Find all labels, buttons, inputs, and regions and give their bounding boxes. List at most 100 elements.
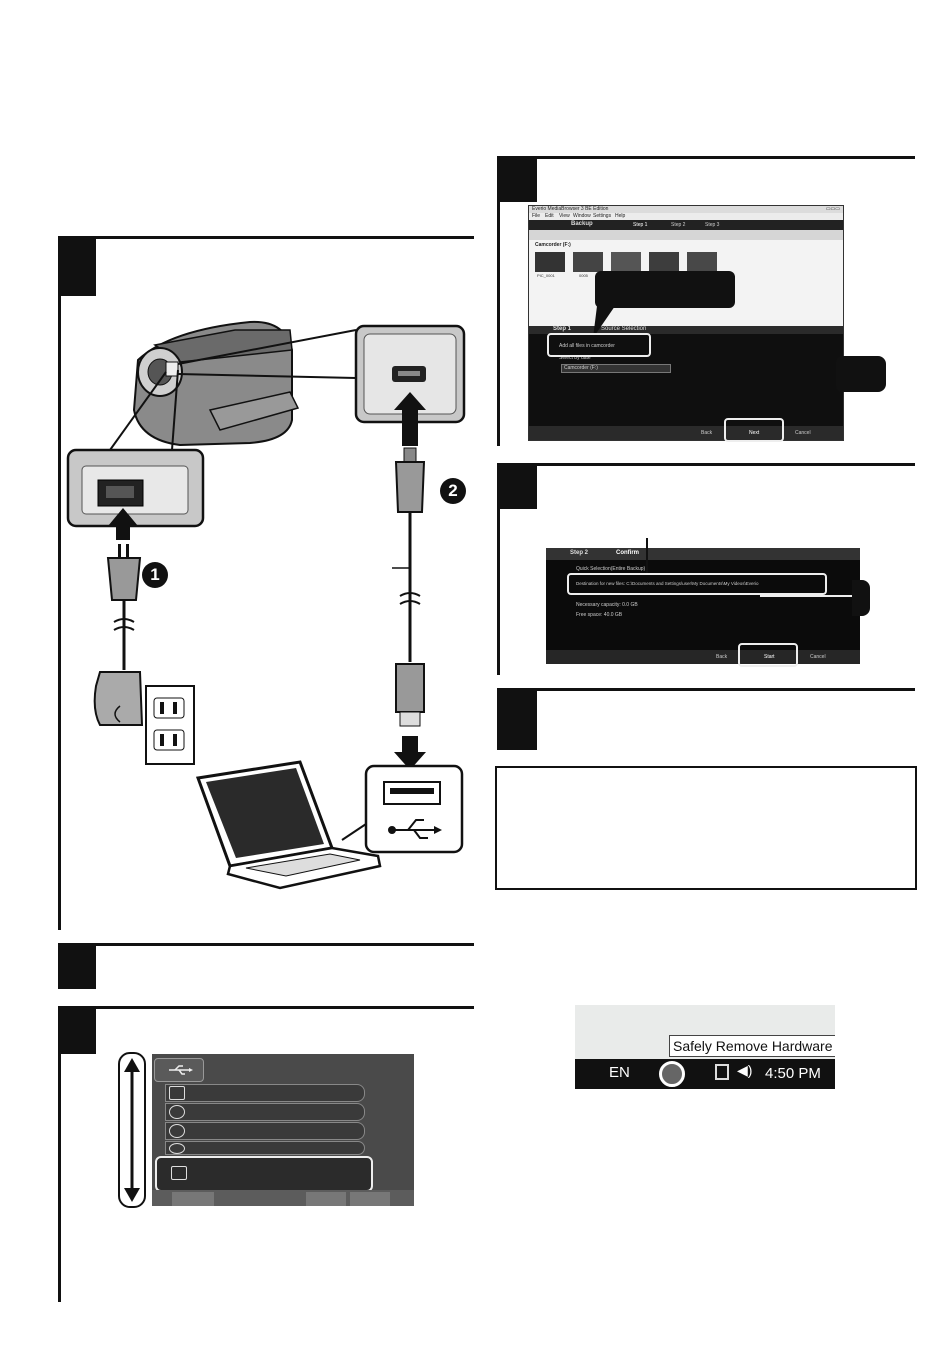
thumbnail[interactable] [687,252,717,272]
thumbnail-row: PIC_0001 0005 [535,252,717,278]
volume-icon[interactable]: ◀) [737,1062,753,1078]
toolbar-strip [529,230,843,240]
confirm-cancel-button[interactable]: Cancel [810,654,826,660]
highlight-destination [567,573,827,595]
tab-step-1[interactable]: Step 1 [633,222,648,228]
option-select-date[interactable]: Select by date [559,355,591,361]
step-header-bar-2 [58,943,474,946]
safely-remove-hardware-icon[interactable] [659,1061,685,1087]
clock-time[interactable]: 4:50 PM [765,1065,821,1082]
menu-file[interactable]: File [532,213,541,219]
thumbnail[interactable] [611,252,641,272]
confirm-label: Confirm [616,550,639,556]
menu-help[interactable]: Help [615,213,626,219]
tab-step-3[interactable]: Step 3 [705,222,720,228]
back-button[interactable]: Back [701,430,713,436]
camcorder-illustration [132,320,300,447]
disc-copy-icon [169,1124,185,1138]
usb-cable [392,447,426,727]
source-label: Camcorder (F:) [535,242,571,248]
step-number-block-5 [497,463,537,509]
step-number-block-6 [497,688,537,750]
wall-outlet [145,685,195,765]
up-down-arrow-icon [124,1058,140,1202]
wizard-step-title: Step 1 [553,326,572,332]
wizard-panel: Step 1 Source Selection Add all files in… [529,326,843,440]
next-button[interactable]: Next [749,430,760,436]
thumbnail[interactable] [535,252,565,272]
step-header-bar-5 [497,463,915,466]
step-number-block-1 [58,236,96,296]
pc-icon [171,1166,187,1180]
callout-leader-line [646,538,648,574]
confirm-line-capacity: Necessary capacity: 0.0 GB [576,602,638,608]
callout-box-right [836,356,886,392]
callout-box-top [595,271,735,308]
step-number-block-4 [497,156,537,202]
window-controls[interactable]: ▭▭▭ [825,206,840,212]
option-add-all[interactable]: Add all files in camcorder [559,343,615,349]
menu-item-3[interactable] [165,1122,365,1140]
note-box [495,766,917,890]
camera-lcd-menu [152,1054,414,1206]
step-side-line-1 [58,236,61,930]
confirm-line-destination: Destination for new files: C:\Documents … [576,581,759,586]
menu-view[interactable]: View [559,213,570,219]
language-indicator[interactable]: EN [609,1064,630,1081]
menu-item-1[interactable] [165,1084,365,1102]
step-header-bar-1 [58,236,474,239]
scroll-slider[interactable] [118,1052,146,1208]
menu-settings[interactable]: Settings [593,213,612,219]
usb-menu-tab[interactable] [154,1058,204,1082]
highlight-option-add-all [547,333,651,357]
menu-item-4[interactable] [165,1141,365,1155]
tab-backup[interactable]: Backup [571,221,593,227]
taskbar: EN ◀) 4:50 PM [575,1059,835,1089]
dc-in-port-zoom [66,448,205,528]
confirm-back-button[interactable]: Back [716,654,728,660]
highlight-start-button [738,643,798,667]
menu-bar: File Edit View Window Settings Help [529,213,843,220]
cancel-button[interactable]: Cancel [795,430,811,436]
confirm-start-button[interactable]: Start [764,654,775,660]
highlight-next-button [724,418,784,442]
thumbnail[interactable] [649,252,679,272]
confirm-window: Step 2 Confirm Quick Selection(Entire Ba… [546,548,860,664]
menu-window[interactable]: Window [573,213,591,219]
pc-usb-port-zoom [364,764,464,854]
step-side-line-5 [497,463,500,675]
step-header-bar-6 [497,688,915,691]
menu-item-backup-selected[interactable] [155,1156,373,1192]
usb-icon [169,1065,193,1075]
connection-badge-1: 1 [142,562,168,588]
tooltip-safely-remove-hardware: Safely Remove Hardware [669,1035,835,1057]
connection-diagram [66,320,466,890]
taskbar-screenshot: EN ◀) 4:50 PM Safely Remove Hardware [575,1005,835,1089]
callout-pointer [593,306,615,338]
step-number-block-3 [58,1006,96,1054]
menu-edit[interactable]: Edit [545,213,554,219]
disc-icon [169,1105,185,1119]
tab-step-2[interactable]: Step 2 [671,222,686,228]
laptop-illustration [195,760,382,890]
window-titlebar: Everio MediaBrowser 3 BE Edition ▭▭▭ [529,206,843,213]
usb-port-zoom [354,324,466,424]
step-number-block-2 [58,943,96,989]
callout-leader-horizontal [760,595,852,597]
wizard-step-subtitle: Source Selection [601,326,647,332]
network-icon[interactable] [715,1064,729,1080]
confirm-line-free: Free space: 40.0 GB [576,612,623,618]
wizard-tab-bar: Backup Step 1 Step 2 Step 3 [529,220,843,230]
ac-adapter-cable [93,544,144,726]
pc-icon [169,1086,185,1100]
thumbnail[interactable] [573,252,603,272]
backup-software-window: Everio MediaBrowser 3 BE Edition ▭▭▭ Fil… [528,205,844,441]
menu-bottom-bar [152,1190,414,1206]
step-header-bar-3 [58,1006,474,1009]
confirm-step-label: Step 2 [570,550,589,556]
step-side-line-3 [58,1006,61,1302]
menu-item-2[interactable] [165,1103,365,1121]
source-dropdown[interactable]: Camcorder (F:) [561,364,671,373]
connection-badge-2: 2 [440,478,466,504]
callout-box-right-2 [852,580,870,616]
